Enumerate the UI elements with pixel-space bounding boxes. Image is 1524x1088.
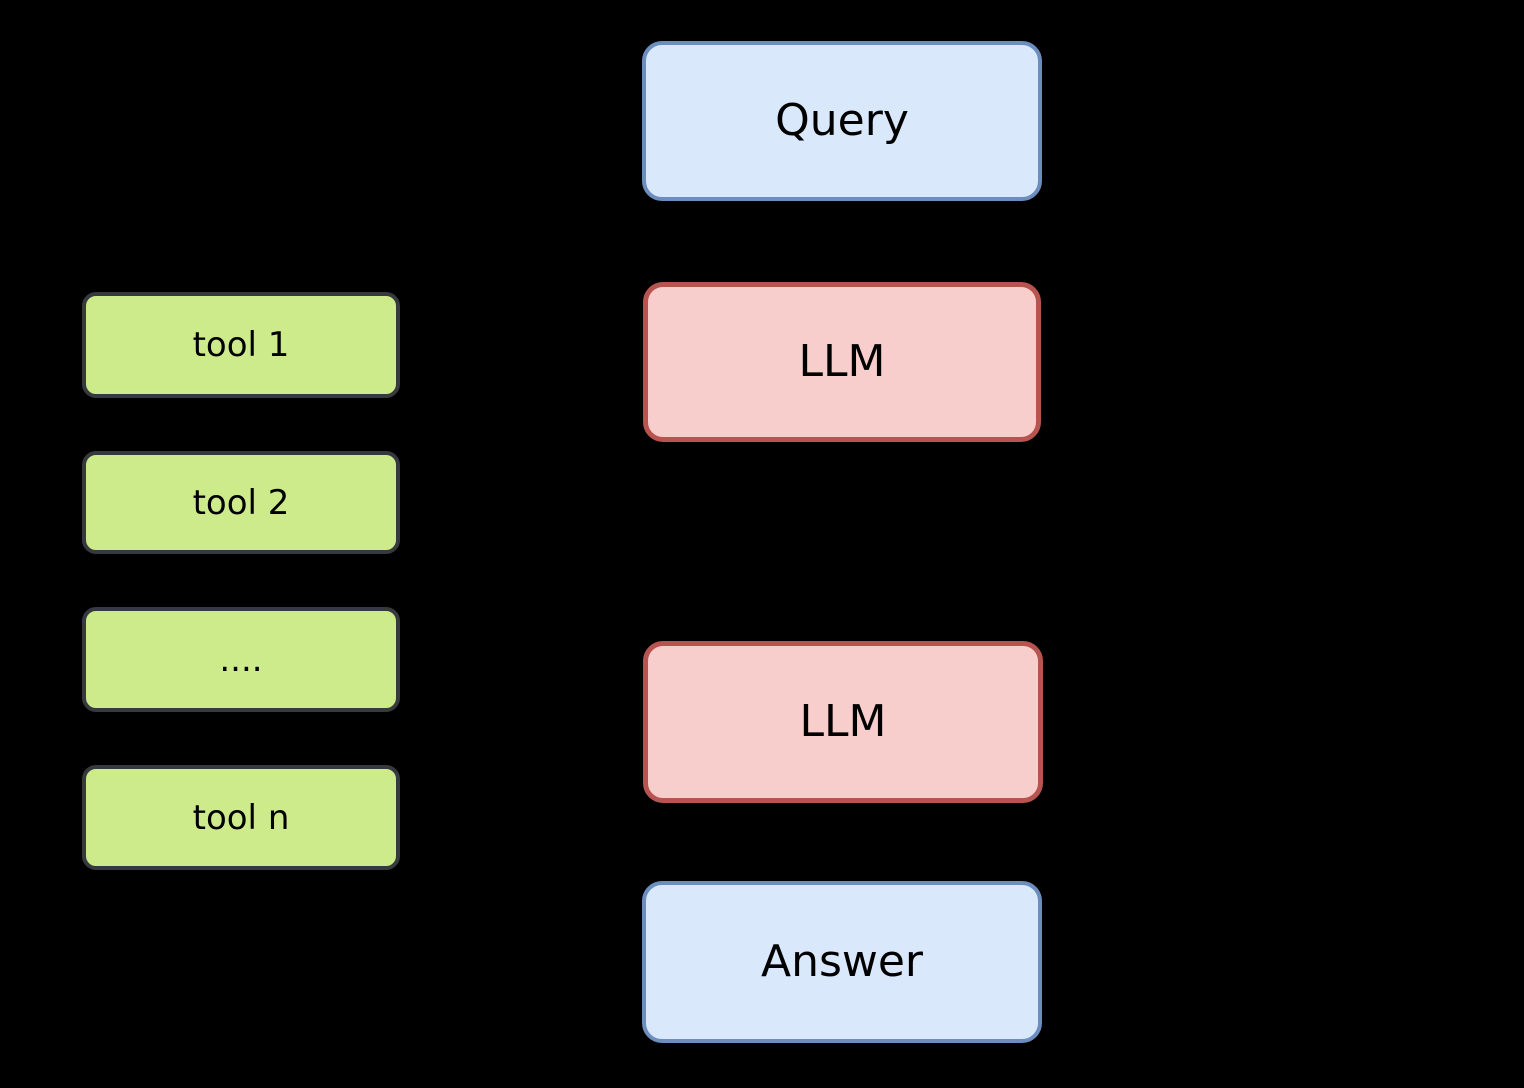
tool-1-label: tool 1 bbox=[192, 325, 290, 365]
tool-2-label: tool 2 bbox=[192, 482, 290, 523]
tool-1-node: tool 1 bbox=[82, 292, 400, 398]
tool-n-node: tool n bbox=[82, 765, 400, 870]
answer-label: Answer bbox=[760, 936, 924, 987]
tool-ellipsis-label: .... bbox=[219, 639, 263, 680]
tool-2-node: tool 2 bbox=[82, 451, 400, 554]
llm-top-node: LLM bbox=[643, 282, 1041, 442]
llm-top-label: LLM bbox=[798, 336, 886, 387]
llm-bottom-node: LLM bbox=[643, 641, 1043, 803]
query-node: Query bbox=[642, 41, 1042, 201]
tool-ellipsis-node: .... bbox=[82, 607, 400, 712]
answer-node: Answer bbox=[642, 881, 1042, 1043]
query-label: Query bbox=[775, 95, 909, 146]
llm-bottom-label: LLM bbox=[799, 696, 887, 747]
tool-n-label: tool n bbox=[192, 797, 290, 838]
